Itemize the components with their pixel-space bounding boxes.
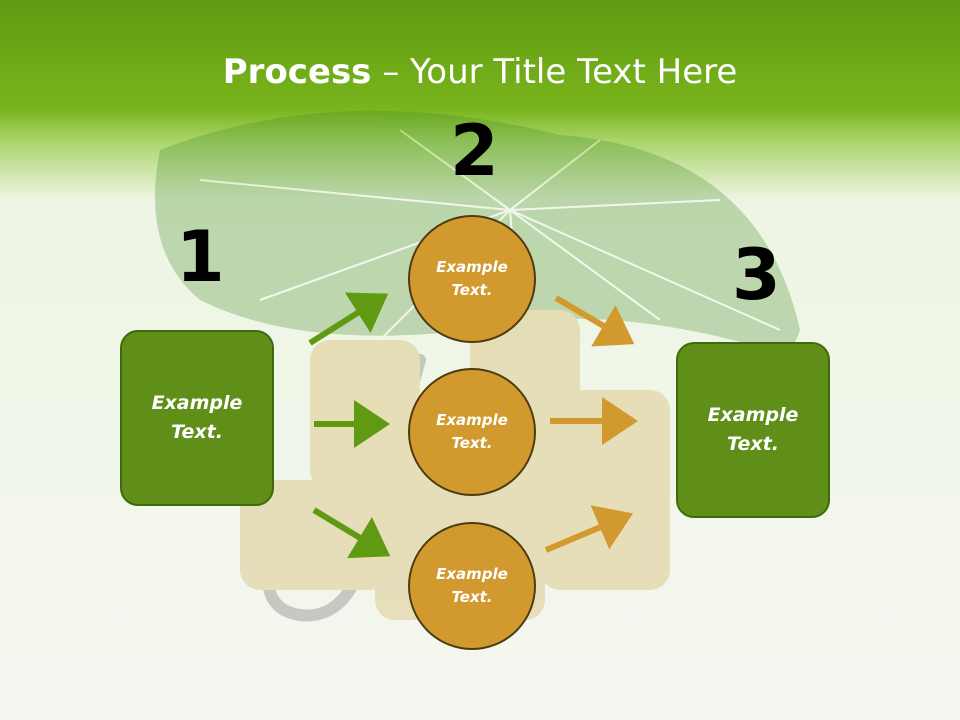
- step-number-2: 2: [450, 110, 499, 192]
- arrow-left-to-bottom: [312, 507, 391, 559]
- step-number-3: 3: [732, 234, 781, 316]
- arrow-top-to-right: [554, 295, 635, 347]
- arrow-bottom-to-right: [544, 505, 634, 553]
- left-text-box: Example Text.: [120, 330, 274, 506]
- circle-top: Example Text.: [408, 215, 536, 343]
- slide-title: Process – Your Title Text Here: [222, 52, 738, 92]
- circle-bottom: Example Text.: [408, 522, 536, 650]
- circle-middle: Example Text.: [408, 368, 536, 496]
- right-text-box: Example Text.: [676, 342, 830, 518]
- step-number-1: 1: [176, 216, 225, 298]
- arrow-left-to-top: [308, 292, 389, 346]
